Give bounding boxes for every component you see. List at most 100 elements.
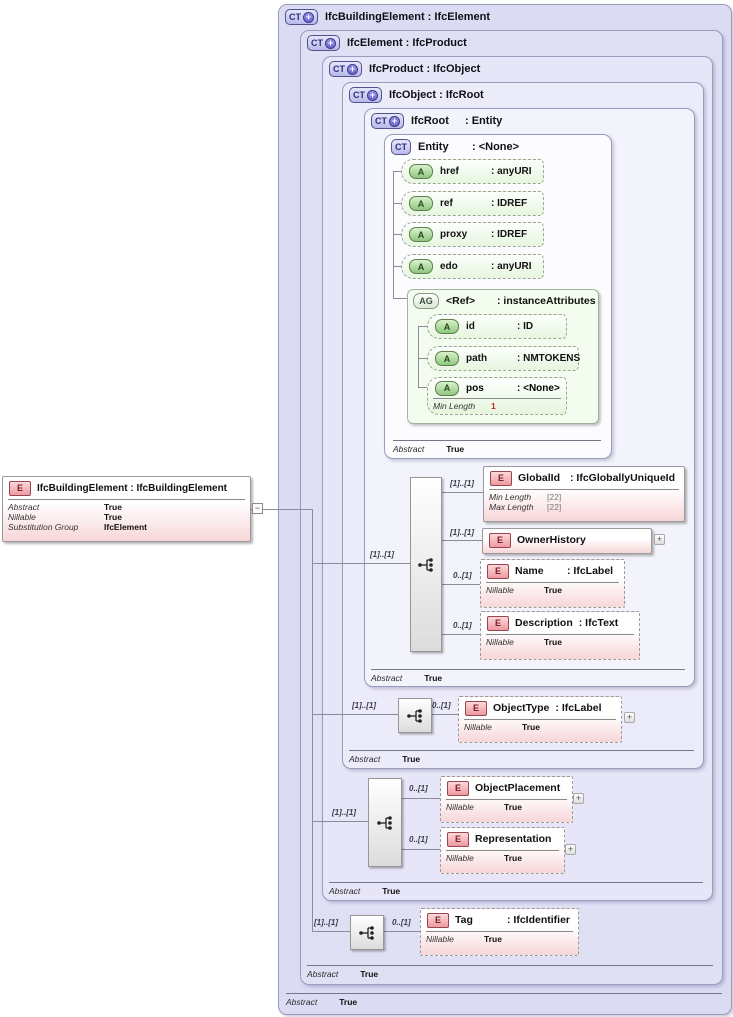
attribute-badge: A <box>409 196 433 211</box>
facet-label: Substitution Group <box>8 522 79 532</box>
attribute-type: : anyURI <box>491 261 532 272</box>
element-title: E ObjectType : IfcLabel <box>459 697 621 719</box>
attribute-href[interactable]: A href : anyURI <box>401 159 544 184</box>
element-tag[interactable]: E Tag : IfcIdentifier Nillable True <box>420 908 579 956</box>
connector <box>312 509 313 932</box>
facet-label: Nillable <box>426 934 454 944</box>
facet-value: [22] <box>547 502 562 512</box>
level-title-name: IfcRoot <box>411 115 449 127</box>
attribute-name: path <box>466 353 488 364</box>
cardinality-label: 0..[1] <box>392 918 411 927</box>
element-badge: E <box>487 615 509 631</box>
expand-button[interactable]: + <box>573 793 584 804</box>
element-representation[interactable]: E Representation Nillable True <box>440 827 565 874</box>
expand-icon[interactable]: + <box>347 63 358 75</box>
element-badge: E <box>427 912 449 928</box>
connector <box>430 714 458 715</box>
element-title: E GlobalId : IfcGloballyUniqueId <box>484 467 684 489</box>
element-globalid[interactable]: E GlobalId : IfcGloballyUniqueId Min Len… <box>483 466 685 522</box>
attribute-badge: A <box>409 259 433 274</box>
attribute-name: id <box>466 321 475 332</box>
sequence-compositor[interactable] <box>350 915 384 950</box>
attribute-pos[interactable]: A pos : <None> Min Length 1 <box>427 377 567 415</box>
facet-min-length: Min Length [22] <box>489 492 679 502</box>
attribute-proxy[interactable]: A proxy : IDREF <box>401 222 544 247</box>
expand-icon[interactable]: + <box>367 89 378 101</box>
element-name-ifclabel[interactable]: E Name : IfcLabel Nillable True <box>480 559 625 608</box>
facet-value: True <box>544 637 562 647</box>
attribute-title: A pos : <None> <box>428 378 566 398</box>
facet-nillable: Nillable True <box>426 934 573 944</box>
footer-label: Abstract <box>371 673 403 683</box>
sequence-compositor[interactable] <box>368 778 402 867</box>
attribute-badge: A <box>435 319 459 334</box>
element-type: : IfcLabel <box>567 565 614 577</box>
connector <box>312 931 350 932</box>
attribute-ref[interactable]: A ref : IDREF <box>401 191 544 216</box>
facet-value: True <box>544 585 562 595</box>
ct-label: CT <box>375 116 387 126</box>
attribute-path[interactable]: A path : NMTOKENS <box>427 346 580 371</box>
attribute-type: : IDREF <box>491 229 528 240</box>
level-title: IfcRoot: Entity <box>411 115 502 127</box>
sequence-compositor[interactable] <box>410 477 442 652</box>
attribute-type: : <None> <box>517 382 560 394</box>
complextype-header: CT+ IfcElement : IfcProduct <box>307 35 467 51</box>
connector <box>440 634 480 635</box>
level-title: IfcElement : IfcProduct <box>347 37 467 49</box>
attribute-name: pos <box>466 382 484 394</box>
element-badge: E <box>490 470 512 486</box>
cardinality-label: 0..[1] <box>409 784 428 793</box>
expand-button[interactable]: + <box>565 844 576 855</box>
element-title: E OwnerHistory <box>483 529 651 551</box>
facet-value: True <box>104 502 122 512</box>
connector <box>418 387 427 388</box>
element-facets: Nillable True <box>446 799 567 812</box>
element-objectplacement[interactable]: E ObjectPlacement Nillable True <box>440 776 573 823</box>
attribute-group-ref[interactable]: AG <Ref> : instanceAttributes A id : ID … <box>407 289 599 424</box>
abstract-footer: Abstract True <box>393 440 601 454</box>
complextype-header: CT Entity: <None> <box>391 139 519 155</box>
complextype-header: CT+ IfcObject : IfcRoot <box>349 87 484 103</box>
element-facets: Nillable True <box>426 931 573 944</box>
element-ifcbuildingelement[interactable]: E IfcBuildingElement : IfcBuildingElemen… <box>2 476 251 542</box>
attribute-facets: Min Length 1 <box>433 398 561 411</box>
cardinality-label: 0..[1] <box>432 701 451 710</box>
expand-button[interactable]: + <box>624 712 635 723</box>
facet-value: True <box>104 512 122 522</box>
expand-icon[interactable]: + <box>325 37 336 49</box>
ct-label: CT <box>311 38 323 48</box>
sequence-compositor[interactable] <box>398 698 432 733</box>
element-name: Tag <box>455 914 473 926</box>
level-title: IfcObject : IfcRoot <box>389 89 484 101</box>
expand-icon[interactable]: + <box>303 11 314 23</box>
level-title: IfcBuildingElement : IfcElement <box>325 11 491 23</box>
ct-label: CT <box>353 90 365 100</box>
expand-icon[interactable]: + <box>389 115 400 127</box>
attribute-id[interactable]: A id : ID <box>427 314 567 339</box>
element-facets: Nillable True <box>486 582 619 595</box>
connector <box>418 358 427 359</box>
attribute-edo[interactable]: A edo : anyURI <box>401 254 544 279</box>
collapse-button[interactable]: − <box>252 503 263 514</box>
footer-value: True <box>360 969 379 979</box>
facet-nillable: Nillable True <box>8 512 245 522</box>
footer-value: True <box>339 997 358 1007</box>
footer-value: True <box>382 886 401 896</box>
facet-value: IfcElement <box>104 522 147 532</box>
element-title: E ObjectPlacement <box>441 777 572 799</box>
facet-value: True <box>504 853 522 863</box>
cardinality-label: 0..[1] <box>453 571 472 580</box>
ct-label: CT <box>395 142 407 152</box>
connector <box>249 509 312 510</box>
expand-button[interactable]: + <box>654 534 665 545</box>
element-type: : IfcText <box>578 617 619 629</box>
element-ownerhistory[interactable]: E OwnerHistory <box>482 528 652 554</box>
connector <box>400 849 440 850</box>
element-description[interactable]: E Description : IfcText Nillable True <box>480 611 640 660</box>
complextype-badge: CT+ <box>371 113 404 129</box>
abstract-footer: Abstract True <box>307 965 713 979</box>
element-name: ObjectType <box>493 702 550 714</box>
element-objecttype[interactable]: E ObjectType : IfcLabel Nillable True <box>458 696 622 743</box>
